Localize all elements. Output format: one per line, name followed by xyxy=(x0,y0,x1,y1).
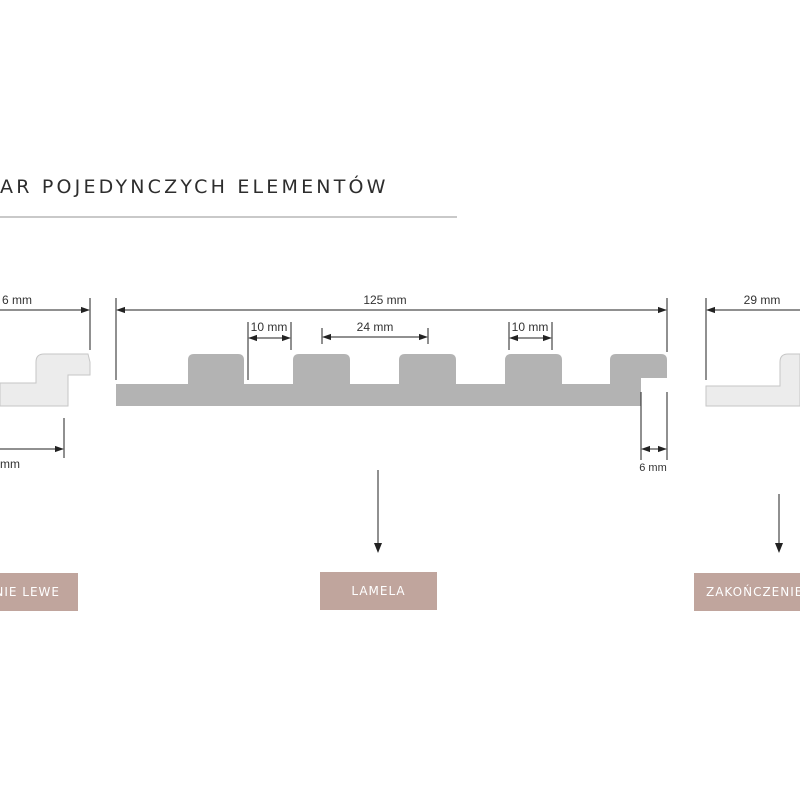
page-title: AR POJEDYNCZYCH ELEMENTÓW xyxy=(0,176,389,198)
lamela-tag-label: LAMELA xyxy=(351,584,406,598)
left-end-profile xyxy=(0,353,91,407)
left-end-tag: NIE LEWE xyxy=(0,573,78,611)
rib-width-label: 24 mm xyxy=(357,320,394,334)
title-divider xyxy=(0,216,457,218)
gap-left-label: 10 mm xyxy=(251,320,288,334)
right-end-tag-label: ZAKOŃCZENIE xyxy=(706,585,800,599)
left-bottom-dimension-label: mm xyxy=(0,457,20,471)
lamela-piece: 125 mm 10 mm 24 mm 10 mm 6 mm xyxy=(115,293,668,553)
left-end-tag-label: NIE LEWE xyxy=(0,585,60,599)
left-top-dimension-label: 6 mm xyxy=(2,293,32,307)
left-end-piece: 6 mm mm xyxy=(0,293,91,471)
right-end-profile xyxy=(705,353,800,407)
lamela-profile xyxy=(116,354,667,406)
right-top-dimension-label: 29 mm xyxy=(744,293,781,307)
right-end-piece: 29 mm xyxy=(705,293,800,553)
right-end-tag: ZAKOŃCZENIE xyxy=(694,573,800,611)
lamela-tag: LAMELA xyxy=(320,572,437,610)
gap-right-label: 10 mm xyxy=(512,320,549,334)
overall-width-label: 125 mm xyxy=(363,293,406,307)
overlap-label: 6 mm xyxy=(639,462,667,474)
